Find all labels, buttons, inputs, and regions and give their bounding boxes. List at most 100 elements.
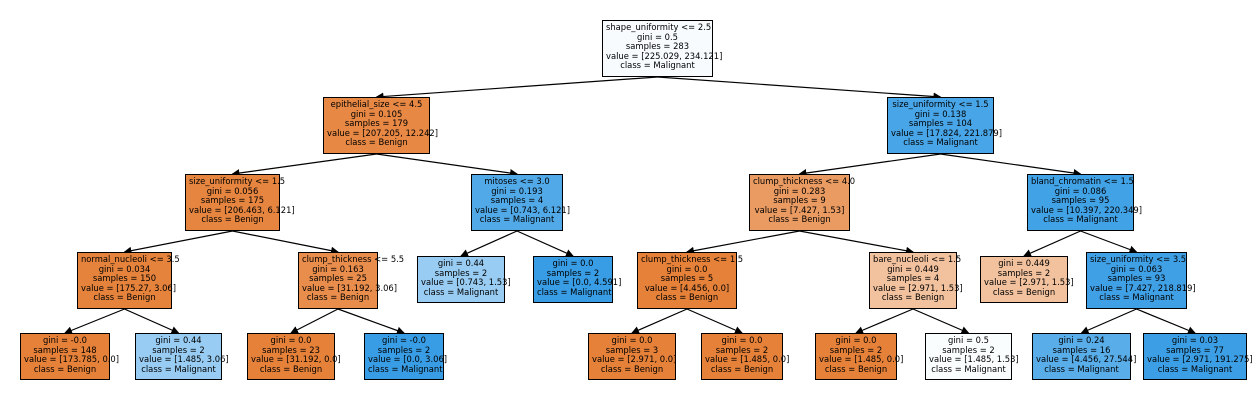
node-line: bare_nucleoli <= 1.5 (873, 254, 962, 264)
node-line: value = [2.971, 191.275] (1147, 354, 1253, 365)
node-line: gini = 0.193 (491, 185, 543, 196)
node-line: value = [175.27, 3.06] (81, 282, 177, 293)
node-line: value = [207.205, 12.242] (327, 127, 439, 138)
edge-n12-n22 (912, 308, 970, 334)
edge-n2-n5 (798, 153, 941, 177)
node-line: samples = 2 (997, 267, 1051, 278)
node-line: gini = -0.0 (382, 335, 426, 345)
node-line: samples = 150 (92, 273, 157, 284)
node-line: normal_nucleoli <= 3.5 (81, 254, 180, 264)
node-line: class = Benign (201, 214, 264, 225)
node-line: samples = 2 (434, 267, 488, 278)
node-line: gini = -0.0 (43, 335, 87, 345)
edge-n0-n1 (375, 76, 658, 101)
node-line: class = Benign (710, 363, 774, 374)
node-line: samples = 16 (1052, 344, 1111, 355)
edge-n3-n8 (232, 230, 339, 255)
edge-n11-n19 (631, 308, 688, 334)
edge-n1-n4 (376, 153, 518, 177)
node-line: class = Benign (33, 363, 97, 374)
node-line: value = [1.485, 0.0] (819, 354, 904, 365)
node-line: class = Benign (655, 292, 719, 303)
node-line: gini = 0.24 (1058, 335, 1105, 345)
node-line: gini = 0.063 (1110, 263, 1163, 274)
edge-n8-n17 (290, 308, 339, 334)
node-line: gini = 0.163 (312, 263, 364, 274)
node-line: class = Malignant (141, 363, 216, 374)
node-line: value = [31.192, 0.0] (251, 354, 341, 365)
node-line: shape_uniformity <= 2.5 (606, 22, 712, 32)
node-line: samples = 93 (1107, 273, 1166, 284)
edge-n3-n7 (123, 230, 233, 255)
node-line: value = [7.427, 1.53] (754, 204, 845, 215)
node-line: value = [173.785, 0.0] (24, 354, 120, 365)
edge-n14-n24 (1136, 308, 1196, 335)
node-line: size_uniformity <= 1.5 (189, 176, 286, 186)
node-line: gini = 0.105 (350, 108, 403, 119)
edge-n5-n12 (799, 230, 914, 255)
node-line: gini = 0.449 (998, 258, 1050, 268)
node-line: samples = 2 (942, 344, 995, 355)
node-line: value = [0.0, 3.06] (368, 354, 448, 365)
node-line: gini = 0.449 (887, 263, 939, 274)
node-line: gini = 0.5 (637, 31, 678, 42)
node-line: value = [0.743, 1.53] (421, 277, 511, 288)
node-line: gini = 0.034 (98, 263, 151, 274)
node-line: value = [17.824, 221.879] (891, 127, 1003, 138)
node-line: class = Malignant (479, 214, 555, 225)
node-line: bland_chromatin <= 1.5 (1031, 176, 1134, 186)
node-line: value = [31.192, 3.06] (302, 282, 398, 293)
node-line: class = Malignant (537, 286, 612, 297)
node-line: samples = 2 (715, 344, 769, 355)
node-line: class = Malignant (423, 286, 499, 297)
node-line: class = Benign (345, 137, 408, 148)
node-line: gini = 0.5 (948, 335, 989, 345)
node-line: class = Benign (881, 292, 945, 303)
node-line: clump_thickness <= 1.5 (641, 254, 744, 264)
node-line: value = [2.971, 1.53] (984, 277, 1074, 288)
edge-n1-n3 (231, 153, 377, 177)
node-line: gini = 0.0 (611, 335, 653, 345)
node-line: samples = 148 (33, 344, 97, 355)
node-line: gini = 0.0 (835, 335, 877, 345)
node-line: class = Malignant (1099, 292, 1174, 303)
edge-n6-n14 (1080, 230, 1138, 254)
node-line: mitoses <= 3.0 (484, 176, 550, 186)
node-line: samples = 4 (490, 195, 544, 206)
node-line: value = [0.743, 6.121] (475, 204, 571, 215)
edge-n14-n23 (1080, 308, 1137, 334)
node-line: gini = 0.0 (721, 335, 763, 345)
node-line: gini = 0.056 (206, 185, 259, 196)
node-line: value = [4.456, 27.544] (1036, 354, 1137, 365)
edge-n0-n2 (657, 76, 942, 101)
node-line: gini = 0.0 (666, 263, 708, 274)
node-line: value = [206.463, 6.121] (189, 204, 295, 215)
edge-n8-n18 (337, 308, 405, 335)
node-line: class = Malignant (620, 60, 695, 71)
node-line: value = [10.397, 220.349] (1031, 204, 1143, 215)
node-line: value = [4.456, 0.0] (644, 282, 730, 293)
node-line: value = [2.971, 1.53] (873, 282, 963, 293)
node-line: clump_thickness <= 4.0 (753, 176, 856, 186)
node-line: value = [2.971, 0.0] (592, 354, 677, 365)
edge-n5-n11 (686, 230, 800, 255)
edge-n7-n15 (64, 308, 125, 335)
node-line: gini = 0.0 (552, 258, 594, 268)
node-line: size_uniformity <= 3.5 (1090, 254, 1187, 264)
node-line: value = [225.029, 234.121] (606, 50, 723, 61)
